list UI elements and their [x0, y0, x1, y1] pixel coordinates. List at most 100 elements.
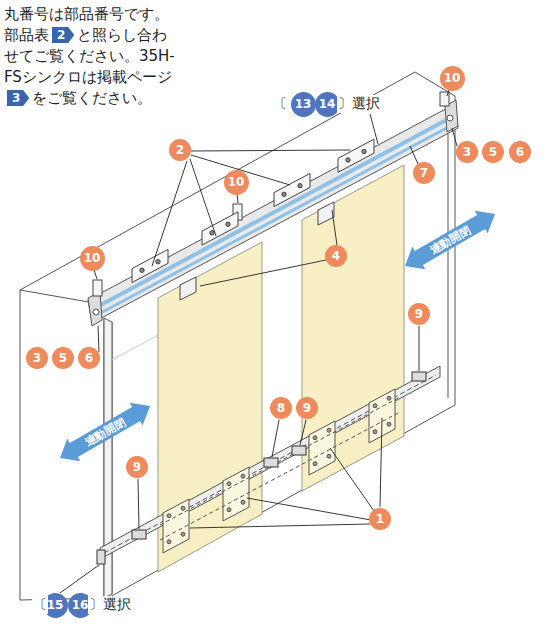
callout-number: 2 [57, 28, 65, 42]
leader-line [247, 498, 371, 520]
leader-line [190, 524, 370, 528]
carriage-plate [298, 184, 302, 188]
callout-number: 9 [408, 303, 430, 325]
callout-number: 5 [52, 347, 74, 369]
callout-number: 10 [224, 170, 249, 195]
callout-number: 1 [376, 512, 384, 526]
cabinet-body [448, 128, 449, 398]
callout-number: 5 [489, 145, 497, 159]
callout-number: 10 [84, 251, 101, 265]
note-text: をご覧ください。 [32, 89, 152, 107]
callout-number: 10 [440, 66, 465, 91]
callout-number: 9 [296, 397, 318, 419]
callout-number: 9 [303, 401, 311, 415]
selection-bracket: 〕選択 [88, 596, 132, 614]
leader-line [380, 418, 382, 507]
leader-line [300, 420, 306, 445]
carriage-plate [362, 149, 366, 153]
carriage-plate [338, 139, 374, 172]
callout-number: 3 [26, 347, 48, 369]
callout-number: 13 [295, 97, 312, 111]
callout-number: 8 [270, 397, 292, 419]
linkage-bar [160, 412, 400, 540]
motion-arrow: 連動開閉 [398, 203, 501, 278]
bottom-plate [241, 500, 245, 504]
usage-note: 丸番号は部品番号です。部品表2と照らし合わせてご覧ください。35H-FSシンクロ… [4, 4, 176, 109]
callout-number: 6 [516, 145, 524, 159]
leader-line [190, 159, 216, 236]
stopper [93, 280, 102, 296]
selection-bracket: 〔 [32, 596, 48, 614]
callout-number: 10 [444, 71, 461, 85]
selection-number: 13 [291, 92, 316, 117]
callout-number: 8 [277, 401, 285, 415]
callout-number: 5 [482, 141, 504, 163]
bottom-plate [373, 430, 377, 434]
guide-roller [412, 372, 426, 381]
leader-line [447, 90, 449, 96]
callout-number: 6 [509, 141, 531, 163]
carriage-plate [226, 222, 230, 226]
guide-roller [97, 550, 105, 564]
door-hanger [180, 202, 334, 300]
callout-number: 2 [169, 139, 191, 161]
bottom-plate [167, 540, 171, 544]
callout-number: 10 [228, 175, 245, 189]
bottom-plate [241, 474, 245, 478]
guide-roller [264, 458, 278, 467]
leader-line [60, 90, 457, 593]
leader-line [98, 326, 99, 352]
double-arrow-shape [398, 203, 501, 278]
bottom-plate [181, 532, 185, 536]
bottom-plate [327, 428, 331, 432]
bottom-plate [223, 467, 249, 521]
leader-line [94, 270, 97, 279]
guide-roller [97, 372, 426, 564]
page-reference-tag: 2 [52, 27, 74, 43]
bottom-plate [167, 514, 171, 518]
callout-number: 3 [12, 91, 20, 105]
callout-number: 6 [78, 347, 100, 369]
leader-line [200, 260, 326, 286]
callout-number: 7 [420, 166, 428, 180]
leader-line [419, 326, 420, 371]
leader-line [370, 114, 378, 144]
leader-line [330, 448, 374, 511]
callout-number: 4 [325, 245, 347, 267]
callout-number: 10 [80, 246, 105, 271]
carriage-plate [140, 268, 144, 272]
carriage-plate [132, 249, 168, 282]
bottom-rail [100, 366, 440, 559]
leader-line [60, 565, 99, 593]
carriage-plate [210, 231, 214, 235]
callout-number: 7 [413, 162, 435, 184]
callout-number: 15 [47, 598, 64, 612]
leader-line [332, 210, 337, 245]
guide-roller [292, 446, 306, 455]
carriage-plate [346, 158, 350, 162]
sliding-door [158, 242, 262, 572]
top-rail [88, 292, 102, 326]
top-rail [447, 115, 453, 121]
callout-number: 3 [33, 351, 41, 365]
selection-bracket: 〕選択 [337, 95, 381, 113]
bottom-plate [313, 462, 317, 466]
sliding-door [302, 165, 404, 491]
selection-number: 14 [315, 92, 340, 117]
guide-roller [132, 530, 146, 539]
callout-number: 3 [456, 141, 478, 163]
door-hanger [318, 202, 334, 225]
carriage-plate [156, 259, 160, 263]
bottom-plate [387, 396, 391, 400]
carriage-plate [274, 173, 310, 206]
carriage-plate [132, 139, 374, 282]
bottom-plate [163, 389, 395, 553]
leader-line [237, 194, 238, 203]
bottom-plate [387, 422, 391, 426]
callout-number: 6 [85, 351, 93, 365]
callout-number: 4 [332, 249, 340, 263]
selection-bracket: 〔 [272, 95, 288, 113]
carriage-plate [202, 212, 238, 245]
callout-number: 14 [319, 97, 336, 111]
leader-line [191, 150, 350, 151]
